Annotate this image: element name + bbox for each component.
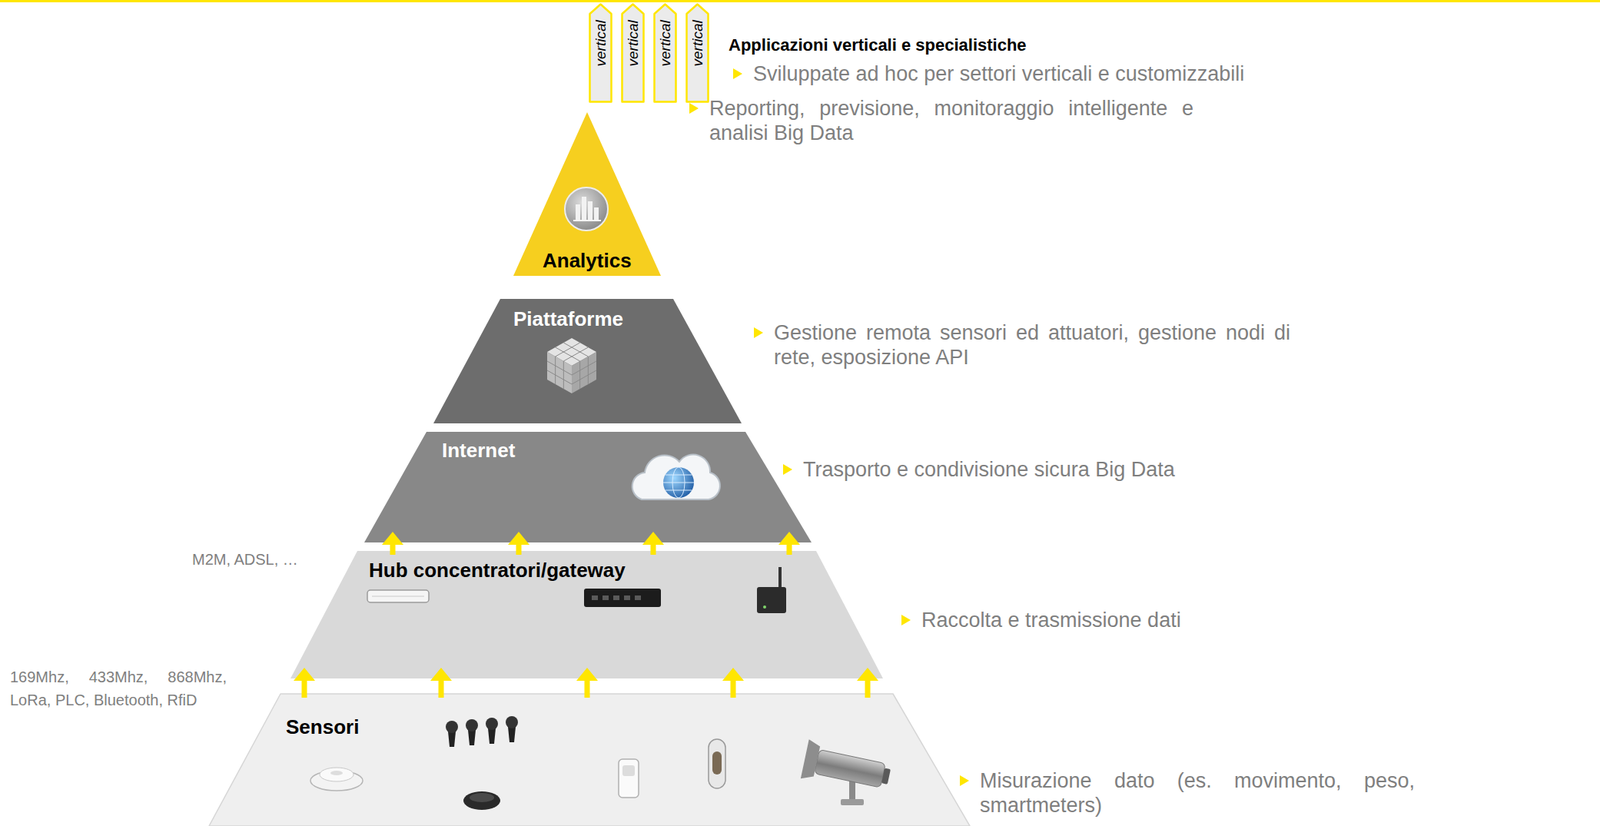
vertical-arrow-box: vertical bbox=[653, 3, 678, 103]
analytics-triangle: Analytics bbox=[513, 112, 661, 276]
vertical-arrow-box-shape bbox=[590, 4, 612, 103]
globe-parallels bbox=[663, 474, 694, 491]
bullet-triangle bbox=[733, 68, 743, 80]
top-rule bbox=[0, 0, 1600, 3]
bullet-triangle bbox=[959, 775, 970, 787]
analytics-baseline bbox=[573, 219, 601, 222]
layer-description: Trasporto e condivisione sicura Big Data bbox=[803, 457, 1176, 482]
bullet-triangle bbox=[783, 464, 793, 475]
bullet-triangle bbox=[901, 614, 911, 626]
layer-description-box: Trasporto e condivisione sicura Big Data bbox=[803, 457, 1176, 482]
pyramid-layer-outline bbox=[364, 431, 812, 543]
globe-icon bbox=[663, 467, 694, 498]
protocol-label-box: M2M, ADSL, … bbox=[192, 550, 299, 569]
vertical-arrow-box: vertical bbox=[588, 3, 613, 103]
pir-sensor-window bbox=[622, 765, 635, 777]
router-detail bbox=[371, 596, 425, 598]
protocol-label: 169Mhz, 433Mhz, 868Mhz, LoRa, PLC, Bluet… bbox=[9, 665, 227, 712]
layer-description-box: Misurazione dato (es. movimento, peso, s… bbox=[979, 768, 1415, 819]
pyramid-layer-shape bbox=[433, 298, 742, 424]
parking-sensor-head bbox=[465, 719, 479, 732]
layer-label: Hub concentratori/gateway bbox=[368, 558, 626, 583]
pyramid-layer-shape bbox=[364, 431, 812, 543]
antenna bbox=[778, 567, 782, 589]
capsule-sensor-core bbox=[712, 751, 722, 775]
vertical-label: vertical bbox=[624, 19, 642, 67]
layer-description-box: Sviluppate ad hoc per settori verticali … bbox=[753, 61, 1245, 87]
pyramid-layer-outline bbox=[209, 693, 970, 826]
smoke-detector-center bbox=[330, 770, 343, 776]
analytics-bar bbox=[575, 204, 581, 220]
vertical-arrow-box: vertical bbox=[685, 3, 710, 103]
pyramid-layer: Piattaforme bbox=[433, 298, 742, 424]
switch-ports bbox=[591, 595, 641, 601]
protocol-label: M2M, ADSL, … bbox=[192, 550, 299, 569]
layer-label: Sensori bbox=[285, 715, 359, 740]
pyramid-layer-shape bbox=[290, 551, 883, 679]
pyramid-layer: Internet bbox=[364, 431, 812, 543]
vertical-label: vertical bbox=[656, 19, 674, 67]
capsule-sensor-icon bbox=[708, 739, 726, 789]
layer-label: Internet bbox=[441, 438, 515, 463]
layer-description: Gestione remota sensori ed attuatori, ge… bbox=[773, 320, 1291, 371]
pyramid-layer: Hub concentratori/gateway bbox=[290, 551, 883, 679]
pir-sensor-icon bbox=[618, 759, 639, 798]
layer-description: Sviluppate ad hoc per settori verticali … bbox=[753, 61, 1245, 87]
vertical-arrow-box-shape bbox=[687, 4, 709, 103]
analytics-bar bbox=[587, 201, 593, 220]
analytics-bar bbox=[581, 196, 587, 220]
layer-label: Piattaforme bbox=[513, 307, 624, 332]
layer-description-box: Reporting, previsione, monitoraggio inte… bbox=[709, 96, 1194, 147]
parking-sensor-head bbox=[485, 717, 498, 731]
switch-icon bbox=[584, 588, 661, 608]
layer-heading: Applicazioni verticali e specialistiche bbox=[728, 35, 1027, 56]
puck-sensor-icon bbox=[463, 791, 501, 810]
layer-description-box: Gestione remota sensori ed attuatori, ge… bbox=[773, 320, 1291, 371]
analytics-icon bbox=[564, 187, 608, 231]
vertical-arrow-box: vertical bbox=[620, 3, 645, 103]
protocol-label-box: 169Mhz, 433Mhz, 868Mhz, LoRa, PLC, Bluet… bbox=[9, 665, 227, 712]
layer-description: Misurazione dato (es. movimento, peso, s… bbox=[979, 768, 1415, 819]
layer-heading-box: Applicazioni verticali e specialistiche bbox=[728, 35, 1027, 56]
camera-mount-base bbox=[840, 799, 864, 806]
pyramid-layer-shape bbox=[209, 693, 970, 826]
smoke-detector-top bbox=[319, 767, 354, 782]
status-light bbox=[763, 605, 767, 609]
bullet-triangle bbox=[689, 102, 699, 114]
parking-sensor-head bbox=[445, 720, 459, 734]
bullet-triangle bbox=[753, 327, 764, 339]
pyramid-layer: Sensori bbox=[209, 693, 970, 826]
router-icon bbox=[367, 590, 429, 603]
parking-sensor-head bbox=[505, 716, 518, 729]
layer-description: Raccolta e trasmissione dati bbox=[921, 607, 1182, 633]
cube-grid bbox=[547, 342, 597, 389]
vertical-arrow-box-shape bbox=[622, 4, 644, 103]
analytics-bar bbox=[594, 207, 599, 220]
layer-description: Reporting, previsione, monitoraggio inte… bbox=[709, 96, 1194, 147]
vertical-label: vertical bbox=[591, 19, 610, 67]
puck-sensor-top bbox=[469, 793, 495, 803]
layer-label: Analytics bbox=[542, 248, 632, 273]
analytics-triangle-shape bbox=[513, 112, 661, 276]
vertical-label: vertical bbox=[688, 19, 707, 67]
layer-description-box: Raccolta e trasmissione dati bbox=[921, 607, 1182, 633]
wireless-gateway-icon bbox=[756, 587, 787, 614]
vertical-arrow-box-shape bbox=[654, 4, 677, 103]
